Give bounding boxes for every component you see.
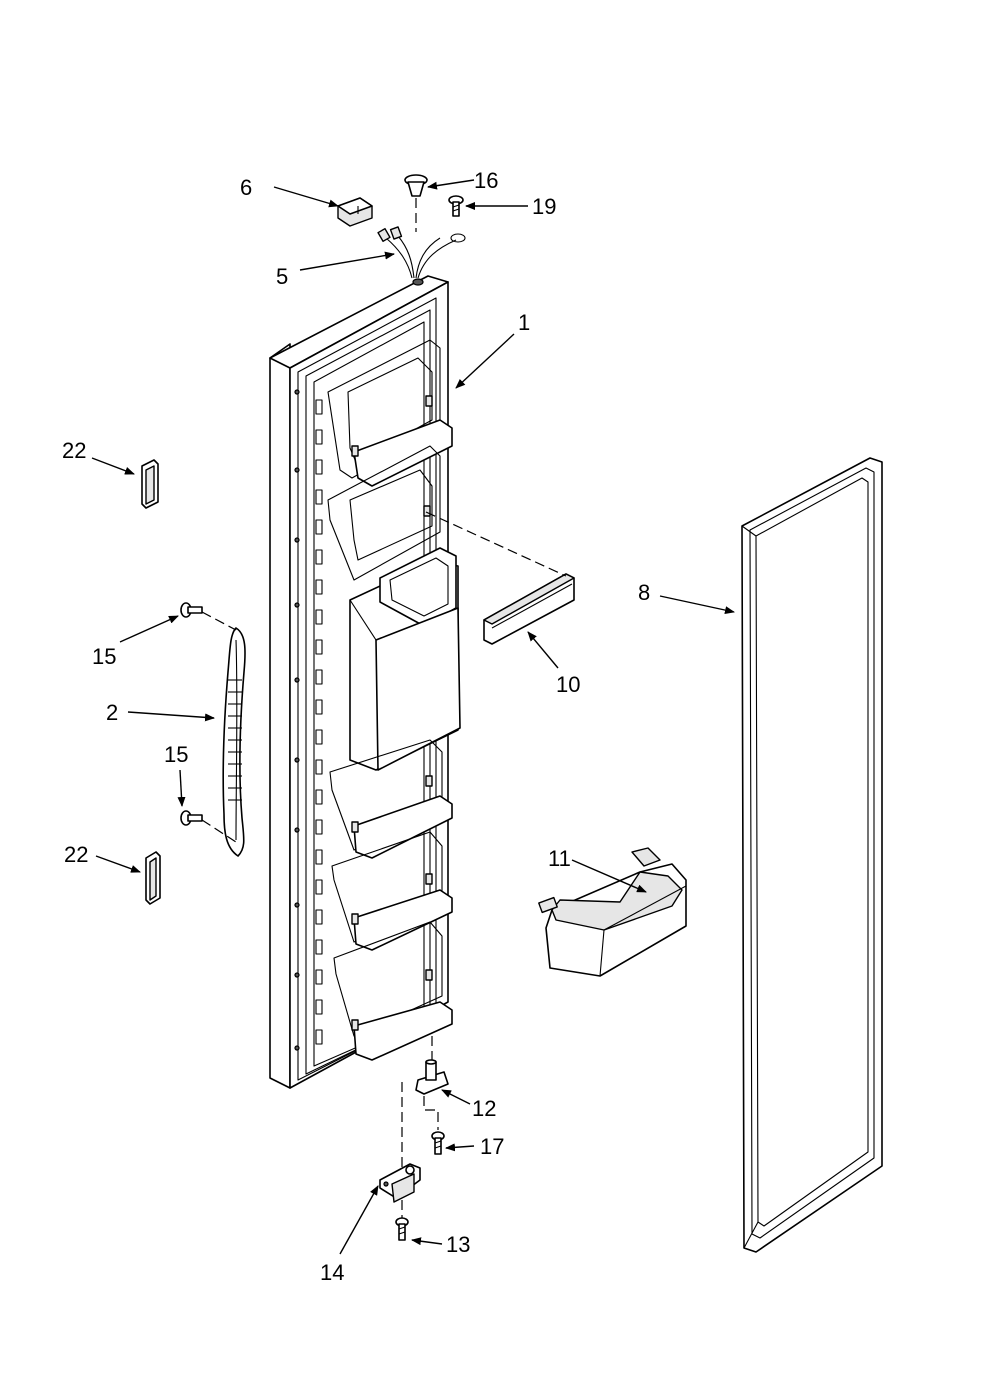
connector	[337, 197, 373, 227]
leader-lines	[91, 179, 735, 1255]
dispenser-trim	[425, 511, 575, 645]
trim-cap-upper	[141, 459, 159, 509]
callout-10: 10	[556, 672, 580, 697]
callout-labels: 6 16 19 5 1 22 8 15 10 2 15 22 11 12 17 …	[62, 168, 650, 1285]
handle-screw-upper	[180, 602, 237, 631]
door-shelf-fourth	[331, 831, 453, 951]
callout-15-upper: 15	[92, 644, 116, 669]
hinge-screw-17	[431, 1131, 445, 1155]
door-shelf-upper	[327, 339, 453, 487]
callout-5: 5	[276, 264, 288, 289]
callout-8: 8	[638, 580, 650, 605]
callout-6: 6	[240, 175, 252, 200]
screw-19	[448, 195, 464, 217]
callout-22-upper: 22	[62, 438, 86, 463]
door-shelf-third	[329, 739, 453, 859]
callout-2: 2	[106, 700, 118, 725]
door-assembly	[269, 275, 461, 1089]
handle-ribs	[228, 679, 242, 801]
wire-harness	[377, 226, 466, 279]
hinge-pin	[415, 1036, 449, 1130]
callout-19: 19	[532, 194, 556, 219]
door-shelf-second	[327, 445, 441, 581]
handle-screw-lower	[180, 810, 237, 843]
dispenser-housing	[349, 547, 461, 771]
callout-22-lower: 22	[64, 842, 88, 867]
hinge-screw-13	[395, 1217, 409, 1241]
callout-11: 11	[548, 846, 571, 871]
trim-cap-lower	[145, 851, 161, 905]
callout-1: 1	[518, 310, 530, 335]
gasket-slots	[315, 399, 323, 1045]
hinge-bracket	[379, 1082, 421, 1218]
callout-16: 16	[474, 168, 498, 193]
door-handle	[222, 627, 246, 857]
callout-13: 13	[446, 1232, 470, 1257]
door-bin	[538, 847, 687, 977]
door-gasket	[741, 457, 883, 1253]
wire-clip	[404, 174, 428, 232]
door-screw-holes	[294, 389, 300, 1051]
door-shelf-bottom	[333, 921, 453, 1061]
callout-14: 14	[320, 1260, 344, 1285]
callout-12: 12	[472, 1096, 496, 1121]
callout-17: 17	[480, 1134, 504, 1159]
callout-15-lower: 15	[164, 742, 188, 767]
